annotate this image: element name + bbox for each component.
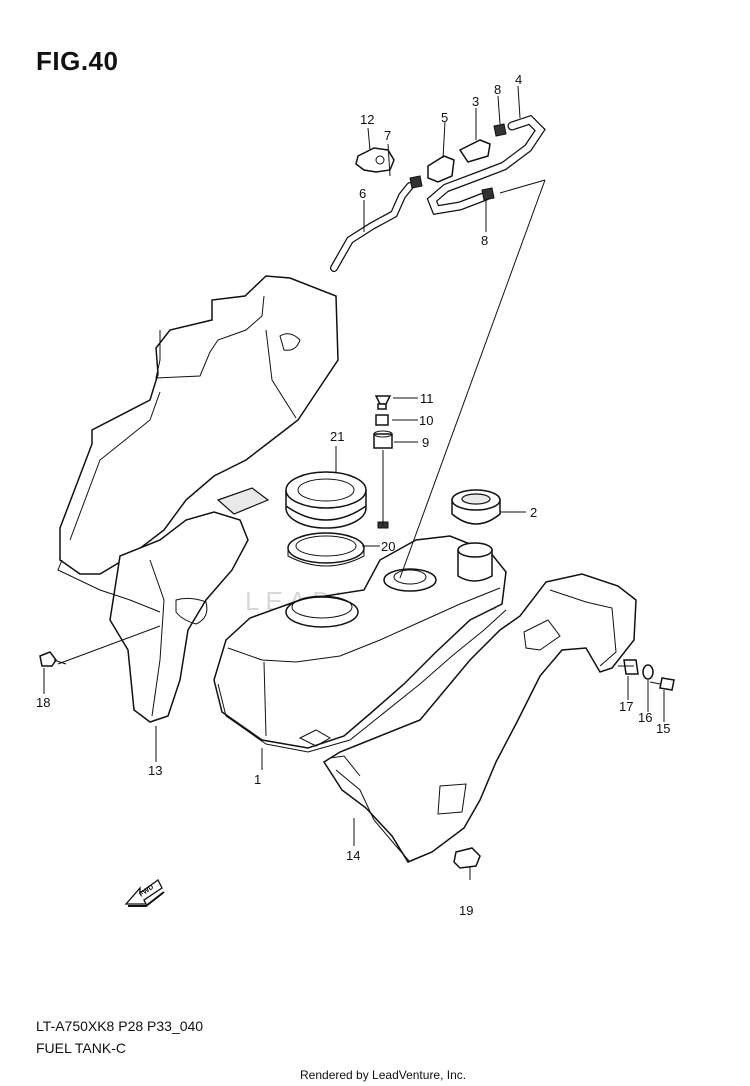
side-cover-left [57,275,339,723]
figure-title: FIG.40 [36,46,119,76]
part-label-8-bottom: 8 [481,233,488,248]
part-label-2: 2 [530,505,537,520]
bolt-set [623,659,675,691]
part-label-16: 16 [638,710,652,725]
model-code: LT-A750XK8 P28 P33_040 [36,1018,204,1034]
fuel-tank [213,535,507,753]
forward-arrow-icon: FWD [124,879,165,907]
clip-19 [453,847,481,869]
credit-text: Rendered by LeadVenture, Inc. [300,1068,467,1082]
part-label-1: 1 [254,772,261,787]
part-label-21: 21 [330,429,344,444]
part-label-6: 6 [359,186,366,201]
part-label-3: 3 [472,94,479,109]
part-label-11: 11 [420,391,434,406]
part-label-5: 5 [441,110,448,125]
part-label-4: 4 [515,72,522,87]
vent-hose-assembly [330,114,546,272]
side-cover-right [322,573,637,863]
part-label-14: 14 [346,848,360,863]
diagram-caption: FUEL TANK-C [36,1040,126,1056]
part-label-12: 12 [360,112,374,127]
part-label-9: 9 [422,435,429,450]
part-label-10: 10 [419,413,433,428]
leader-lines [43,85,665,880]
gasket [287,532,365,567]
part-label-18: 18 [36,695,50,710]
filler-ring [285,471,367,529]
part-label-15: 15 [656,721,670,736]
part-label-17: 17 [619,699,633,714]
part-label-19: 19 [459,903,473,918]
part-label-13: 13 [148,763,162,778]
part-label-20: 20 [381,539,395,554]
bolt-18 [39,651,67,667]
small-hardware [373,395,393,529]
part-label-8-top: 8 [494,82,501,97]
part-label-7: 7 [384,128,391,143]
filler-cap [451,489,501,525]
